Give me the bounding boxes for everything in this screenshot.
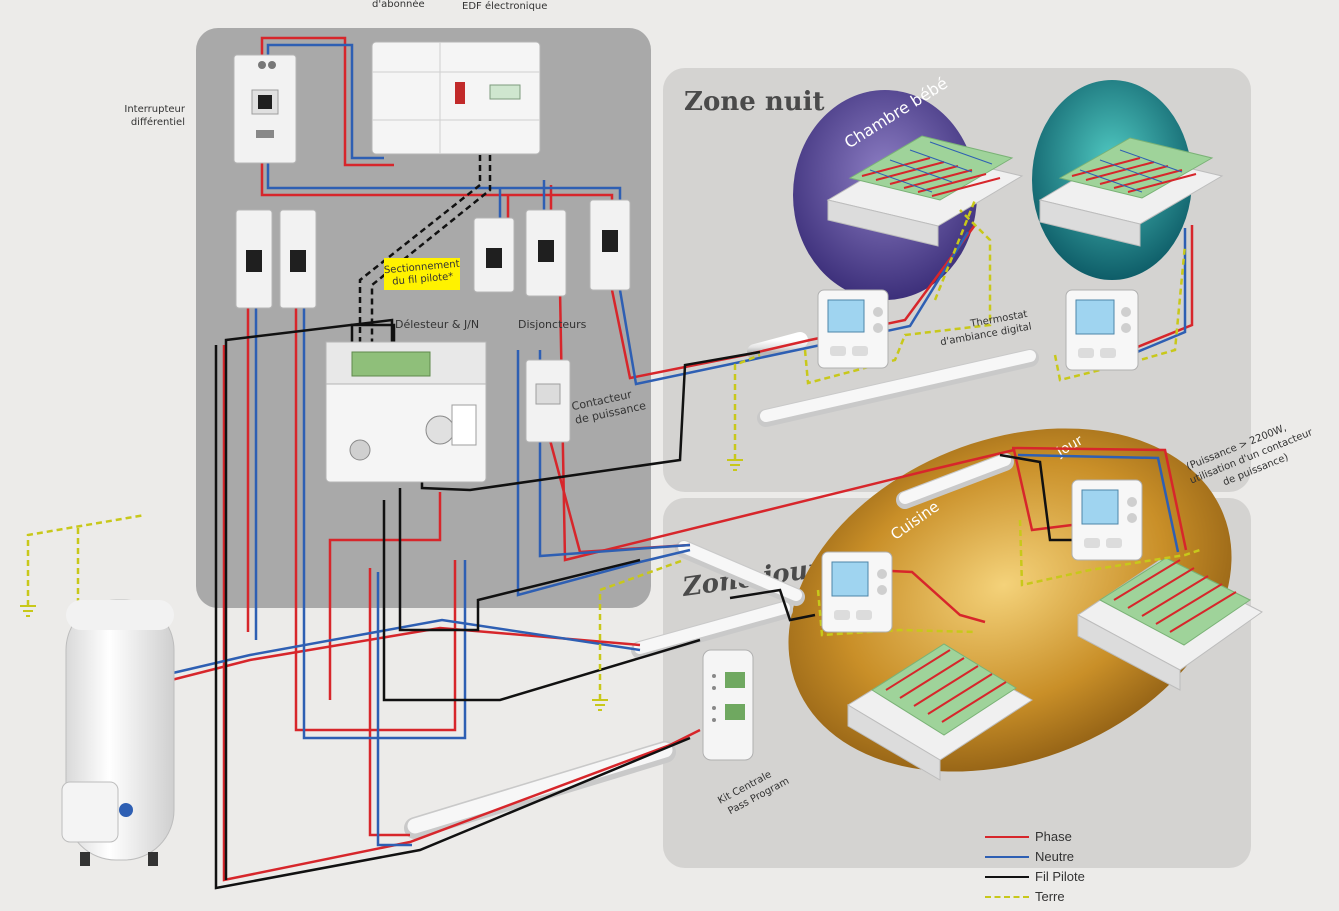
heating-floor-bebe xyxy=(826,135,1024,247)
label-delesteur: Délesteur & J/N xyxy=(395,318,479,331)
thermostat-cuisine xyxy=(821,551,893,633)
disjoncteur-3 xyxy=(473,217,515,293)
kit-centrale-pass-program xyxy=(702,649,754,761)
thermostat-bebe xyxy=(817,289,889,369)
legend-phase-label: Phase xyxy=(1035,829,1072,844)
heating-floor-cuisine xyxy=(847,643,1033,781)
ground-symbol-left xyxy=(20,605,36,617)
legend-terre: Terre xyxy=(985,887,1085,907)
sectionnement-highlight xyxy=(384,258,460,290)
chauffe-eau xyxy=(61,599,175,866)
legend-fil-pilote: Fil Pilote xyxy=(985,867,1085,887)
legend-terre-label: Terre xyxy=(1035,889,1065,904)
wires-sectionnement-dashed xyxy=(358,155,492,350)
delesteur-jn xyxy=(325,341,487,483)
ground-symbol-nuit xyxy=(727,459,743,471)
zone-nuit-title: Zone nuit xyxy=(684,87,825,117)
disjoncteur-4 xyxy=(525,209,567,297)
contacteur-de-puissance xyxy=(525,359,571,443)
label-interrupteur-1: Interrupteur xyxy=(124,104,186,115)
label-edf: EDF électronique xyxy=(462,0,547,12)
label-disjoncteurs: Disjoncteurs xyxy=(518,318,587,331)
legend-neutre-label: Neutre xyxy=(1035,849,1075,864)
legend-neutre: Neutre xyxy=(985,847,1085,867)
legend-fil-pilote-label: Fil Pilote xyxy=(1035,869,1085,884)
interrupteur-differentiel xyxy=(233,54,297,164)
legend: Phase Neutre Fil Pilote Terre xyxy=(985,827,1085,907)
heating-floor-second-bedroom xyxy=(1038,137,1224,247)
legend-fil-pilote-swatch xyxy=(985,876,1029,878)
legend-neutre-swatch xyxy=(985,856,1029,858)
label-abonnee: d'abonnée xyxy=(372,0,425,10)
heating-floor-jour xyxy=(1077,557,1263,691)
label-sectionnement-2: du fil pilote* xyxy=(392,271,454,287)
label-interrupteur-2: différentiel xyxy=(131,116,185,128)
thermostat-jour xyxy=(1071,479,1143,561)
thermostat-second-bedroom xyxy=(1065,289,1139,371)
ground-symbol-jour xyxy=(592,699,608,711)
disjoncteur-1 xyxy=(235,209,273,309)
disjoncteur-2 xyxy=(279,209,317,309)
legend-terre-swatch xyxy=(985,896,1029,898)
legend-phase: Phase xyxy=(985,827,1085,847)
legend-phase-swatch xyxy=(985,836,1029,838)
disjoncteur-5 xyxy=(589,199,631,291)
electrical-panel-background xyxy=(196,28,651,608)
compteur-edf xyxy=(371,41,541,155)
